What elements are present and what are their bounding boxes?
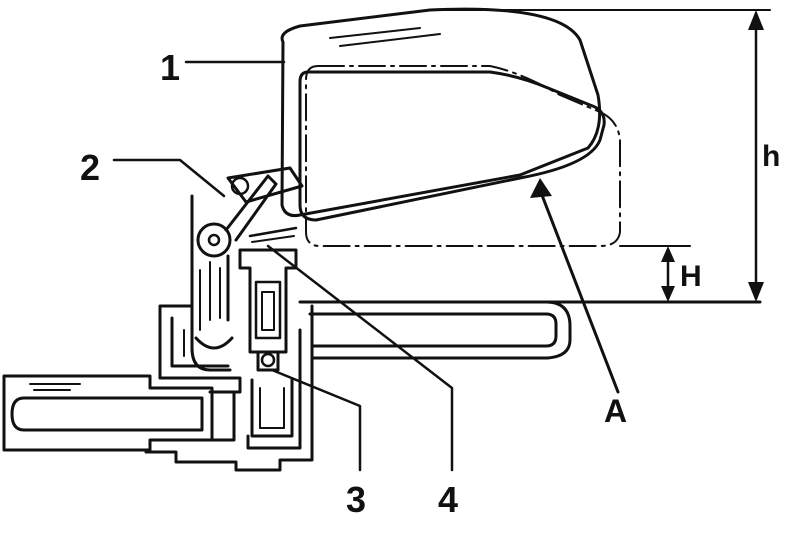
arrow-A: [530, 178, 620, 394]
leader-lines: [112, 60, 454, 472]
label-part-1: 1: [160, 47, 180, 88]
label-part-4: 4: [438, 479, 458, 520]
label-point-A: A: [604, 393, 627, 429]
label-dimension-H: H: [680, 260, 702, 293]
label-part-3: 3: [346, 479, 366, 520]
dimension-h: [429, 9, 771, 302]
float-raised: [280, 7, 602, 217]
float-chamber-body: [144, 194, 762, 472]
float-body: [298, 70, 606, 222]
dimension-H: [619, 245, 691, 302]
label-part-2: 2: [80, 147, 100, 188]
label-dimension-h: h: [762, 140, 780, 173]
fuel-inlet-tube: [2, 374, 236, 452]
float-lowered-outline: [305, 65, 621, 247]
needle-valve: [238, 226, 298, 438]
float-lever: [196, 166, 304, 258]
